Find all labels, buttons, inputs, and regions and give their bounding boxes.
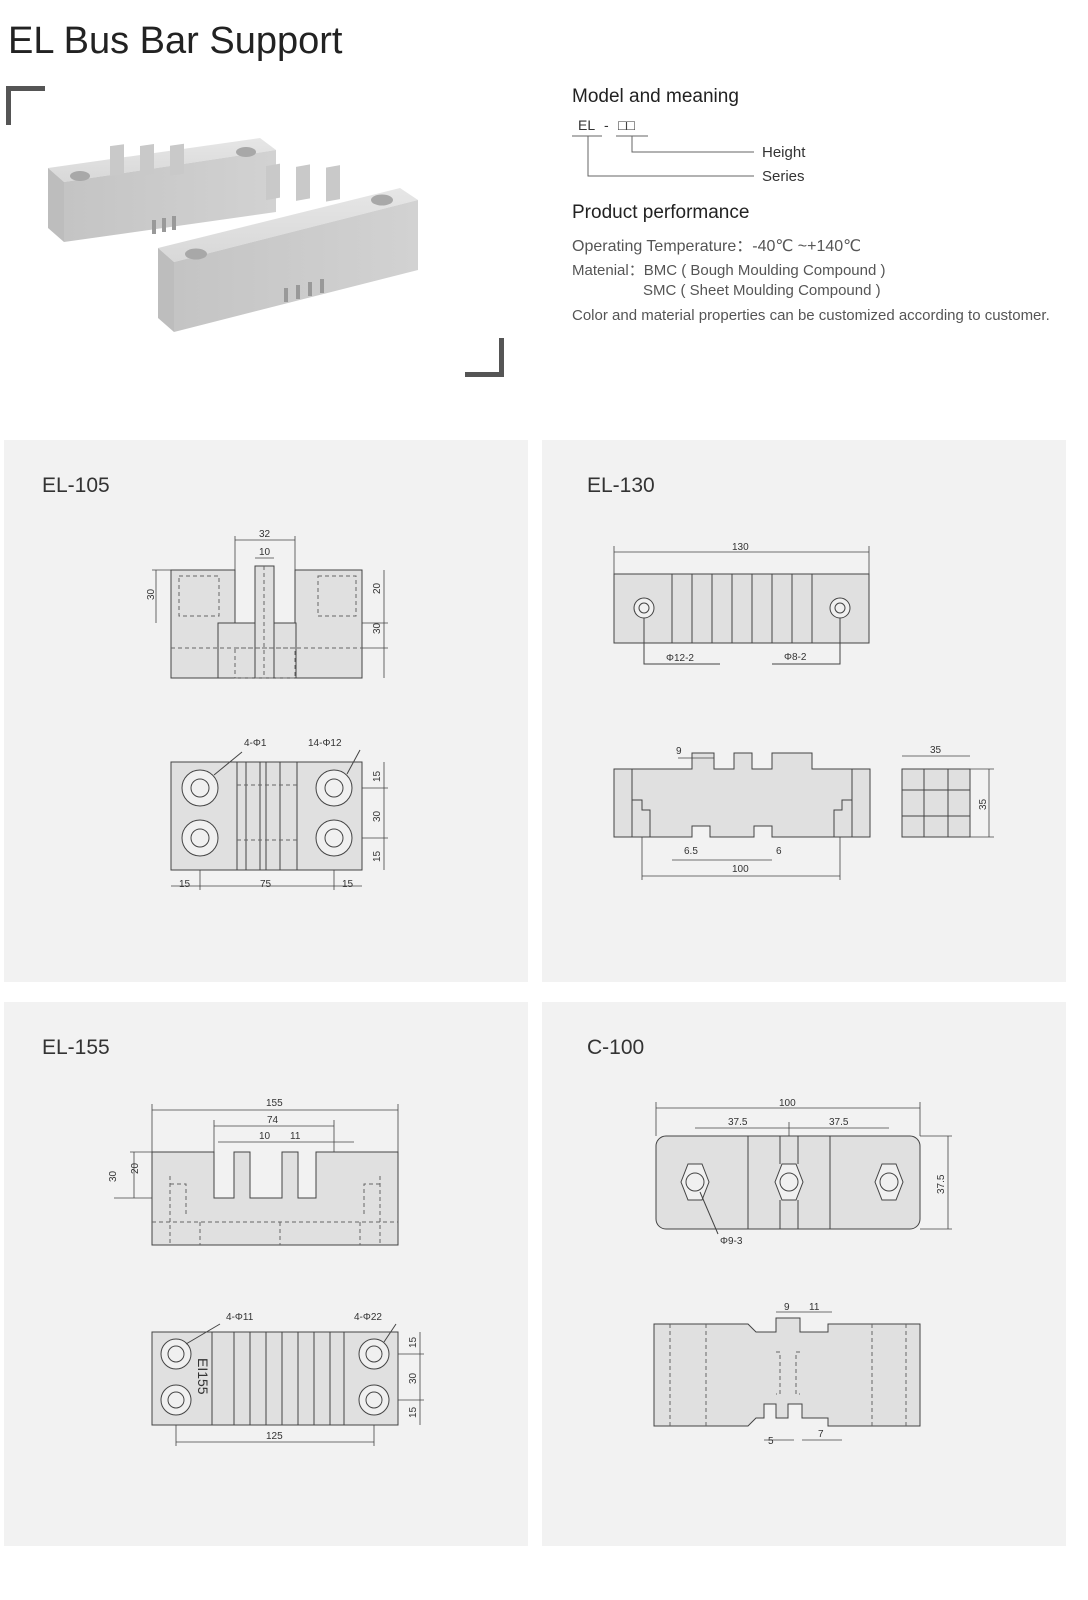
dim-155: 155 — [266, 1098, 283, 1109]
dim-9: 9 — [676, 746, 682, 757]
dim-15-bottom: 15 — [408, 1406, 419, 1418]
drawing-c-100: 100 37.5 37.5 37.5 Φ9-3 9 11 5 7 — [653, 1098, 952, 1447]
model-code-boxes: □□ — [618, 117, 635, 133]
dim-100: 100 — [779, 1098, 796, 1109]
corner-bracket-bottom-right — [465, 338, 504, 377]
customization-note: Color and material properties can be cus… — [572, 307, 1050, 324]
model-code-separator: - — [604, 117, 609, 133]
dim-4-phi11: 4-Φ11 — [226, 1312, 254, 1323]
dim-14-phi12: 14-Φ12 — [308, 738, 342, 749]
dim-20-right: 20 — [372, 582, 383, 594]
drawing-el-155: 155 74 10 11 30 20 4-Φ11 4-Φ22 15 30 1 — [108, 1098, 424, 1446]
panel-title: EL-105 — [42, 474, 110, 497]
dim-4-phi22: 4-Φ22 — [354, 1312, 382, 1323]
corner-bracket-top-left — [6, 86, 45, 125]
dim-37-5-right: 37.5 — [829, 1117, 849, 1128]
model-code-diagram: EL - □□ Height Series — [572, 117, 806, 185]
panel-title: EL-155 — [42, 1036, 110, 1059]
dim-10: 10 — [259, 1131, 271, 1142]
dim-130: 130 — [732, 542, 749, 553]
dim-125: 125 — [266, 1431, 283, 1442]
operating-temperature: Operating Temperature：-40℃ ~+140℃ — [572, 238, 862, 255]
material-smc: SMC ( Sheet Moulding Compound ) — [643, 282, 881, 299]
panel-el-105: EL-105 32 10 30 20 30 — [4, 440, 528, 982]
performance-heading: Product performance — [572, 202, 750, 223]
dim-20: 20 — [130, 1162, 141, 1174]
dim-15-bottom: 15 — [372, 850, 383, 862]
dim-6: 6 — [776, 846, 782, 857]
model-code-prefix: EL — [578, 117, 595, 133]
dim-11: 11 — [290, 1131, 301, 1142]
busbar-block-back — [48, 138, 276, 242]
drawing-el-105: 32 10 30 20 30 4-Φ1 14-Φ12 15 30 15 — [146, 529, 388, 890]
dim-35-top: 35 — [930, 745, 942, 756]
dim-9: 9 — [784, 1302, 790, 1313]
dim-7: 7 — [818, 1429, 824, 1440]
stamp-ei155: EI155 — [195, 1358, 211, 1395]
panel-title: C-100 — [587, 1036, 645, 1059]
dim-15-right: 15 — [342, 879, 354, 890]
dim-15-left: 15 — [179, 879, 191, 890]
dim-15-top: 15 — [408, 1336, 419, 1348]
dim-30-right: 30 — [372, 622, 383, 634]
drawing-el-130: 130 Φ12-2 Φ8-2 9 6.5 6 100 — [613, 542, 994, 880]
dim-30-mid: 30 — [372, 810, 383, 822]
panel-c-100: C-100 100 37.5 37.5 37.5 Φ9-3 — [542, 1002, 1066, 1546]
dim-10: 10 — [259, 547, 271, 558]
material-bmc: Matenial：BMC ( Bough Moulding Compound ) — [572, 262, 886, 279]
dim-37-5-side: 37.5 — [936, 1174, 947, 1194]
dim-74: 74 — [267, 1115, 279, 1126]
dim-30: 30 — [108, 1170, 119, 1182]
model-heading: Model and meaning — [572, 86, 739, 107]
dim-35-side: 35 — [978, 798, 989, 810]
product-photo — [48, 138, 418, 332]
model-series-label: Series — [762, 168, 805, 185]
dim-75: 75 — [260, 879, 272, 890]
page-title: EL Bus Bar Support — [8, 20, 343, 62]
dim-37-5-left: 37.5 — [728, 1117, 748, 1128]
dim-5: 5 — [768, 1436, 774, 1447]
dim-6-5: 6.5 — [684, 846, 698, 857]
dim-30-left: 30 — [146, 588, 157, 600]
panel-el-155: EL-155 155 74 10 11 30 20 — [4, 1002, 528, 1546]
dim-30-mid: 30 — [408, 1372, 419, 1384]
busbar-block-front — [158, 163, 418, 332]
dim-4-phi1: 4-Φ1 — [244, 738, 267, 749]
model-height-label: Height — [762, 144, 806, 161]
dim-phi12-2: Φ12-2 — [666, 653, 694, 664]
dim-phi9-3: Φ9-3 — [720, 1236, 743, 1247]
dim-32: 32 — [259, 529, 271, 540]
dim-phi8-2: Φ8-2 — [784, 652, 807, 663]
dim-100: 100 — [732, 864, 749, 875]
panel-el-130: EL-130 130 Φ12-2 Φ8-2 — [542, 440, 1066, 982]
panel-title: EL-130 — [587, 474, 655, 497]
dim-11: 11 — [809, 1302, 820, 1313]
dim-15-top: 15 — [372, 770, 383, 782]
